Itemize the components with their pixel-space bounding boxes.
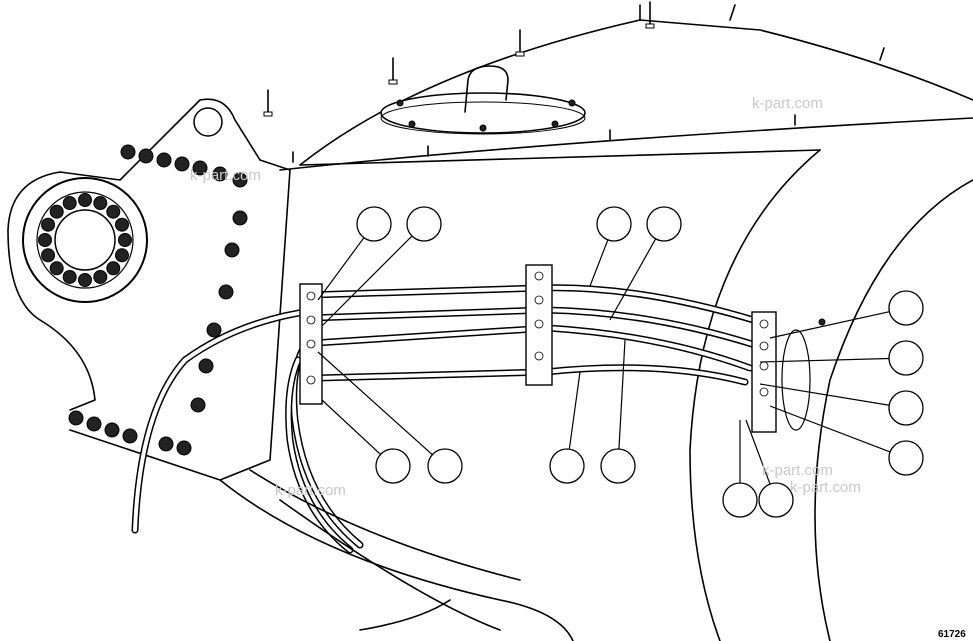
bore-bolt	[62, 196, 77, 211]
bore-bolt	[93, 196, 108, 211]
bore-bolt	[114, 217, 129, 232]
callout-bubble	[596, 206, 632, 242]
watermark-text: k-part.com	[790, 479, 861, 496]
bore-bolt	[62, 269, 77, 284]
clamp-left	[299, 283, 323, 405]
callout-leader	[618, 339, 626, 450]
callout-leader	[769, 311, 890, 339]
callout-bubble	[888, 340, 924, 376]
callout-bubble	[356, 206, 392, 242]
callout-leader	[317, 351, 433, 456]
bore-bolt	[114, 248, 129, 263]
callout-leader	[759, 383, 890, 406]
bore-bolt	[78, 273, 92, 287]
flange-bolts-side	[190, 210, 248, 413]
bore-bolt	[93, 269, 108, 284]
clamp-right	[751, 311, 826, 433]
manhole-cover	[380, 65, 586, 135]
watermark-text: k-part.com	[752, 95, 823, 112]
watermark-text: k-part.com	[190, 167, 261, 184]
callout-bubble	[888, 440, 924, 476]
callout-bubble	[888, 290, 924, 326]
callout-bubble	[406, 206, 442, 242]
callout-leader	[321, 235, 413, 327]
callout-bubble	[646, 206, 682, 242]
callout-leader	[609, 238, 657, 321]
callout-bubble	[600, 448, 636, 484]
bore-bolt	[78, 193, 92, 207]
top-studs	[263, 1, 796, 163]
flange-bolts-top	[120, 144, 248, 188]
callout-leader	[321, 399, 381, 455]
callout-leader	[759, 357, 890, 363]
bore-bolt	[38, 233, 52, 247]
bore-bolt	[49, 204, 64, 219]
clamp-middle	[525, 264, 553, 386]
callout-leader	[568, 371, 581, 450]
flange-bolts-bottom	[68, 410, 192, 456]
callout-bubble	[427, 448, 463, 484]
tank-body	[279, 4, 973, 641]
watermark-text: k-part.com	[275, 482, 346, 499]
hydraulic-tubes	[131, 284, 764, 554]
callout-bubble	[549, 448, 585, 484]
figure-number: 61726	[938, 629, 966, 640]
bore-bolt	[41, 217, 56, 232]
callout-leader	[769, 405, 891, 453]
callout-leader	[745, 419, 771, 485]
callout-leader	[589, 239, 609, 287]
bore-bolt	[106, 261, 121, 276]
bore-bolt	[49, 261, 64, 276]
bore-bolt	[41, 248, 56, 263]
bore-bolt	[118, 233, 132, 247]
lower-frame	[219, 469, 574, 641]
bore-bolt	[106, 204, 121, 219]
callout-leader	[317, 237, 365, 301]
callout-group	[317, 206, 924, 518]
callout-bubble	[375, 448, 411, 484]
bore-bolt-ring	[38, 193, 132, 287]
callout-bubble	[758, 482, 794, 518]
callout-bubble	[888, 390, 924, 426]
watermark-text: k-part.com	[762, 462, 833, 479]
callout-bubble	[722, 482, 758, 518]
